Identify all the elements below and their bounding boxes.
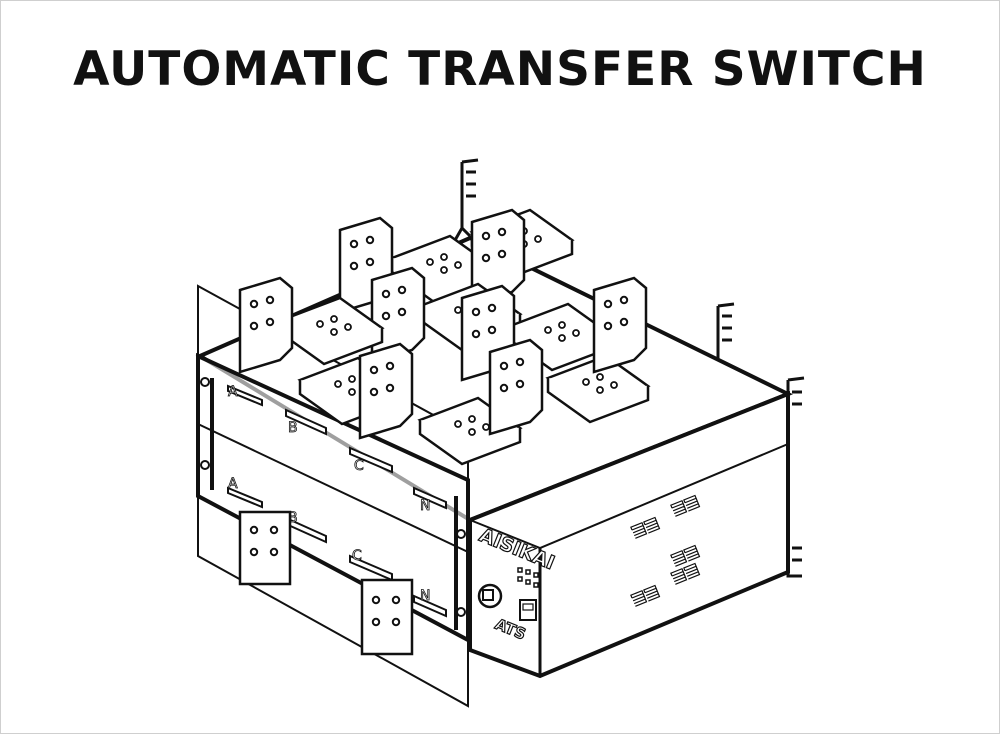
- lower-phase-label: A: [228, 476, 238, 492]
- upper-phase-label: A: [228, 384, 238, 400]
- front-cover-panel: [196, 284, 470, 708]
- diagram-title: AUTOMATIC TRANSFER SWITCH: [73, 42, 927, 97]
- mounting-bracket-right: [716, 302, 805, 578]
- upper-phase-label: C: [354, 458, 364, 474]
- indicator-leds: [517, 567, 539, 588]
- lower-phase-label: N: [420, 498, 430, 514]
- lower-terminal-plate: [238, 510, 292, 586]
- status-display: [519, 599, 537, 621]
- lower-phase-label: C: [352, 548, 362, 564]
- upper-phase-label: B: [288, 420, 298, 436]
- lower-terminal-plate: [360, 578, 414, 656]
- rotary-selector-knob[interactable]: [477, 583, 503, 609]
- lower-phase-label: B: [288, 510, 298, 526]
- lower-phase-label: N: [420, 588, 430, 604]
